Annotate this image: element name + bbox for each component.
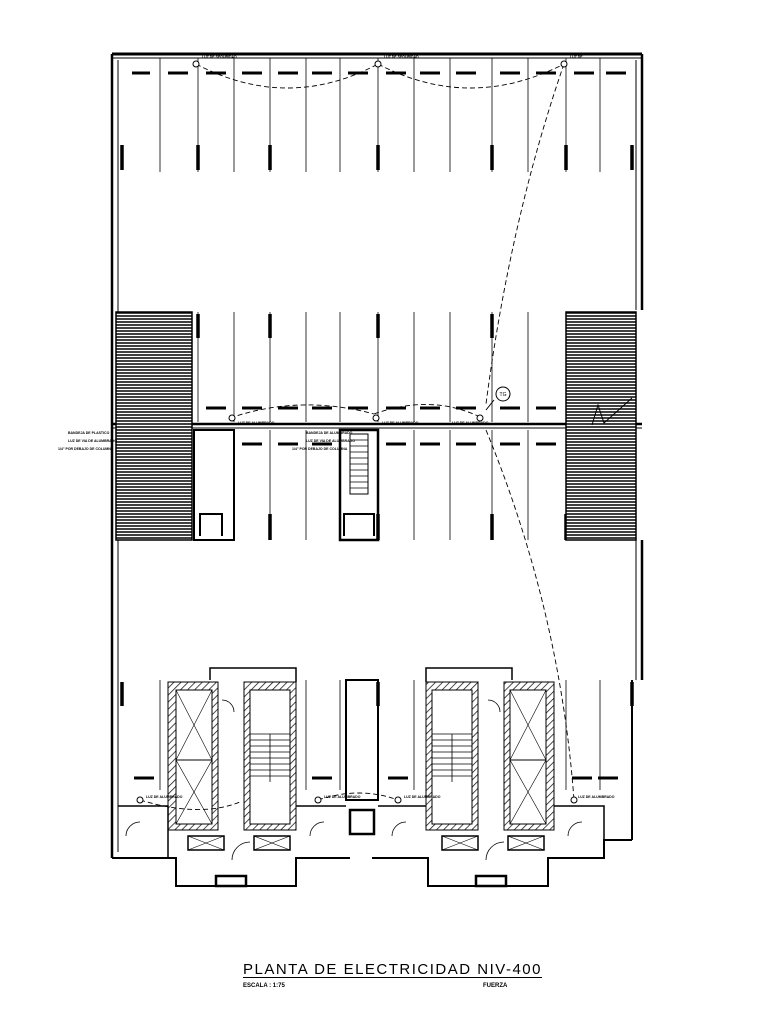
- ramp-left: [115, 311, 193, 541]
- bottom-corner-rooms: [118, 805, 605, 858]
- note-center-line: 1/4" POR DEBAJO DE COLUMNA: [292, 447, 348, 451]
- note-center-line: BANDEJA DE ALUMBRADO: [306, 431, 353, 435]
- bottom-parking-bays: [120, 679, 634, 836]
- top-parking-bays: [120, 58, 634, 172]
- outlet-label: LUZ DE ALUMBRADO: [382, 421, 419, 425]
- outlet-label: LUZ DE ALUMBRADO: [324, 795, 361, 799]
- electrical-panel: TG: [485, 386, 511, 411]
- annotation-labels: LUZ DE SEGURIDAD LUZ DE SEGURIDAD LUZ DE…: [58, 55, 615, 799]
- outlet-label: LUZ DE ALUMBRADO: [404, 795, 441, 799]
- outlet-label: LUZ DE ALUMBRADO: [578, 795, 615, 799]
- small-room-left: [193, 429, 235, 541]
- sheet-label: FUERZA: [483, 983, 508, 989]
- outlet-symbols: [136, 60, 578, 804]
- central-stair: [338, 428, 380, 542]
- outlet-label: LUZ DE ALUMBRADO: [452, 421, 489, 425]
- outlet-label: LUZ DE ALUMBRADO: [238, 421, 275, 425]
- drawing-scale: ESCALA : 1:75: [243, 983, 285, 989]
- ramp-right: [565, 311, 637, 541]
- outlet-label: LUZ DE ALUMBRADO: [146, 795, 183, 799]
- core-left: [167, 667, 297, 888]
- note-left-line: 1/4" POR DEBAJO DE COLUMNA: [58, 447, 114, 451]
- electrical-circuits: [139, 63, 575, 810]
- panel-tag: TG: [500, 392, 507, 398]
- core-right: [425, 667, 555, 888]
- note-center-line: LUZ DE VIA DE ALUMBRADO: [306, 439, 355, 443]
- outlet-label: LUZ DE SEGURIDAD: [202, 55, 237, 59]
- outlet-label: LUZ DE: [570, 55, 583, 59]
- note-left-line: LUZ DE VIA DE ALUMBRADO: [68, 439, 117, 443]
- outlet-label: LUZ DE SEGURIDAD: [384, 55, 419, 59]
- middle-light-fixtures: [206, 406, 556, 446]
- drawing-title: PLANTA DE ELECTRICIDAD NIV-400: [243, 961, 542, 978]
- outer-walls: [110, 52, 644, 887]
- note-left-line: BANDEJA DE PLASTICO: [68, 431, 110, 435]
